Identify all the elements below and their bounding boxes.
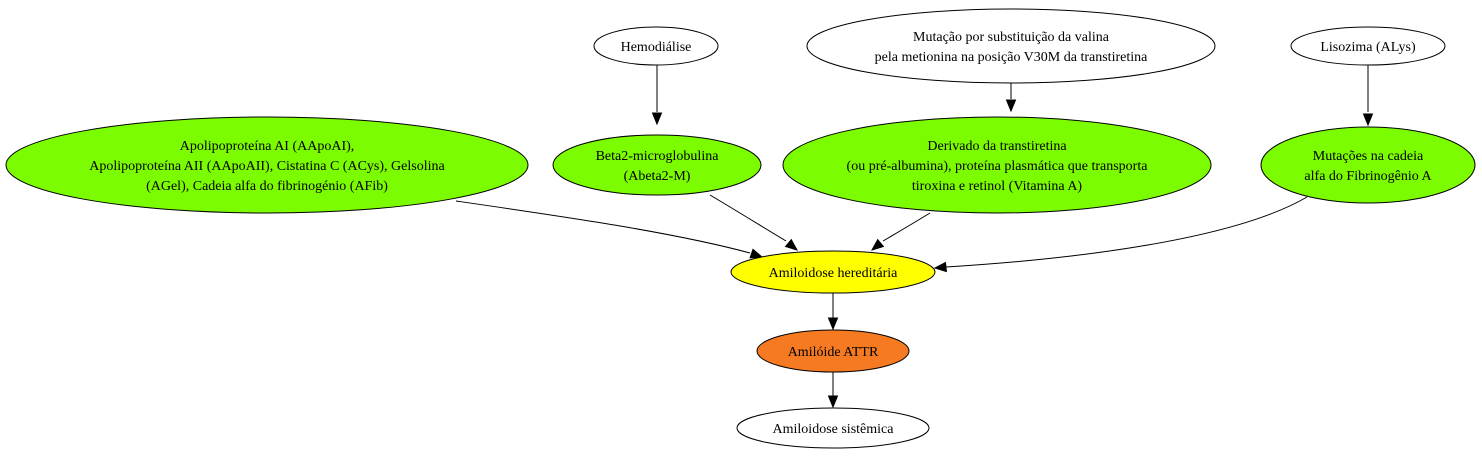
edge-apolipo-to-hereditaria [455,200,764,259]
node-ellipse [782,116,1212,214]
node-ellipse [593,26,719,66]
node-label-line: Apolipoproteína AII (AApoAII), Cistatina… [89,159,445,174]
edge-hemodialise-to-beta2 [651,65,663,126]
node-label-line: tiroxina e retinol (Vitamina A) [912,179,1083,194]
edge-line [945,196,1308,268]
node-label-line: Hemodiálise [621,40,692,55]
node-beta2-microglobulina: Beta2-microglobulina (Abeta2-M) [552,134,762,196]
node-label-line: Derivado da transtiretina [927,139,1067,154]
node-hemodialise: Hemodiálise [593,26,719,66]
edge-line [882,212,931,242]
edge-derivado-to-hereditaria [870,212,931,251]
edge-attr-to-sistemica [827,372,839,409]
node-ellipse [736,407,930,449]
node-ellipse [806,8,1216,84]
node-apolipoproteina: Apolipoproteína AI (AApoAI), Apolipoprote… [5,116,529,214]
node-label-line: Amiloidose hereditária [769,266,898,281]
node-ellipse [1260,126,1476,204]
edge-hereditaria-to-attr [827,293,839,331]
node-mutacoes-fibrinogenio: Mutações na cadeia alfa do Fibrinogênio A [1260,126,1476,204]
node-label-line: Apolipoproteína AI (AApoAI), [180,139,355,154]
node-ellipse [5,116,529,214]
arrowhead [933,261,947,273]
node-lisozima: Lisozima (ALys) [1290,26,1446,66]
edge-lisozima-to-mutacoes [1362,65,1374,127]
node-label-line: (ou pré-albumina), proteína plasmática q… [847,159,1149,174]
node-label-line: pela metionina na posição V30M da transt… [875,50,1148,65]
arrowhead [870,238,885,251]
edge-line [455,200,751,254]
node-label-line: Amiloidose sistêmica [773,422,895,437]
arrowhead [1005,99,1017,113]
edge-mutacoes-to-hereditaria [933,196,1308,273]
node-ellipse [552,134,762,196]
node-label-line: (AGel), Cadeia alfa do fibrinogénio (AFi… [146,179,388,194]
edge-beta2-to-hereditaria [709,194,799,251]
node-amiloidose-sistemica: Amiloidose sistêmica [736,407,930,449]
node-mutacao-v30m: Mutação por substituição da valina pela m… [806,8,1216,84]
arrowhead [827,317,839,331]
edge-mutacao-to-derivado [1005,83,1017,113]
node-label-line: Amilóide ATTR [788,345,879,360]
node-amiloide-attr: Amilóide ATTR [756,329,910,373]
node-label-line: alfa do Fibrinogênio A [1304,169,1432,184]
node-derivado-transtiretina: Derivado da transtiretina (ou pré-albumin… [782,116,1212,214]
node-label-line: Lisozima (ALys) [1320,40,1416,55]
node-amiloidose-hereditaria: Amiloidose hereditária [730,250,936,294]
node-label-line: Mutações na cadeia [1313,149,1424,164]
node-ellipse [756,329,910,373]
arrowhead [749,248,764,259]
node-label-line: Beta2-microglobulina [596,149,720,164]
node-ellipse [730,250,936,294]
arrowhead [1362,113,1374,127]
node-ellipse [1290,26,1446,66]
node-label-line: (Abeta2-M) [624,169,691,184]
arrowhead [784,238,799,251]
arrowhead [827,395,839,409]
edge-line [709,194,787,242]
arrowhead [651,112,663,126]
node-label-line: Mutação por substituição da valina [913,30,1110,45]
